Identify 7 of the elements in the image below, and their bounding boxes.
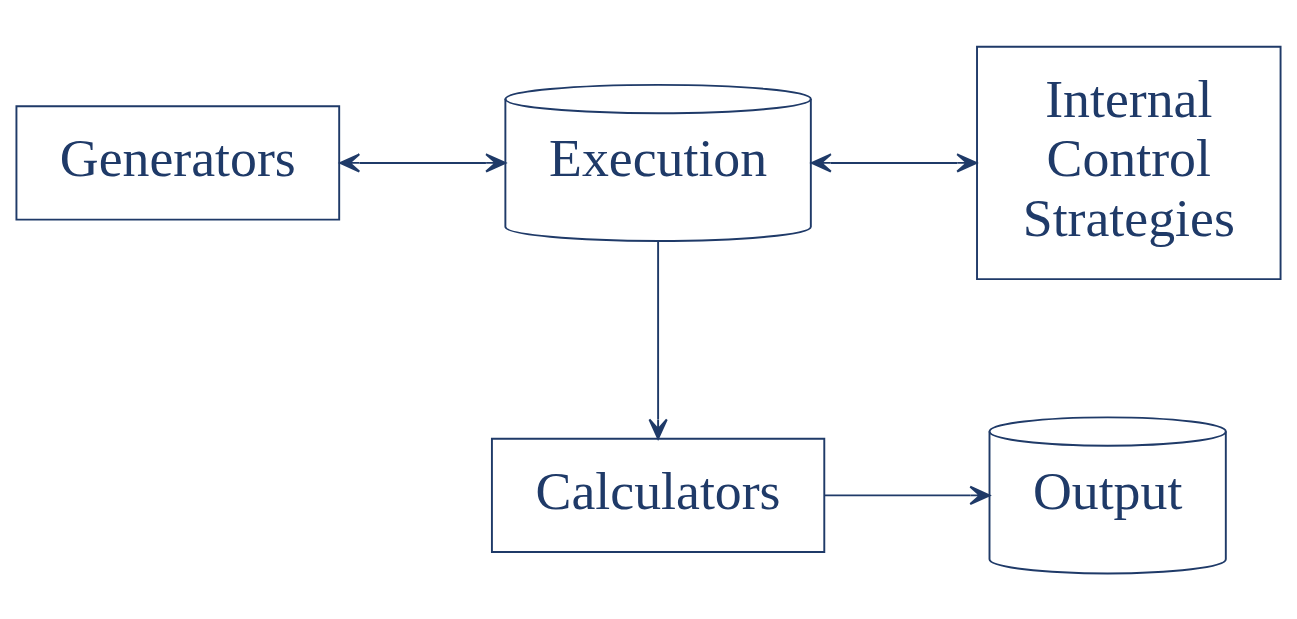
node-box: Internal Control Strategies (976, 45, 1282, 280)
node-box: Generators (15, 104, 341, 221)
arrow (648, 239, 668, 440)
arrow (810, 152, 978, 172)
node-box: Calculators (490, 437, 826, 553)
arrow (824, 485, 991, 505)
arrow (339, 152, 507, 172)
